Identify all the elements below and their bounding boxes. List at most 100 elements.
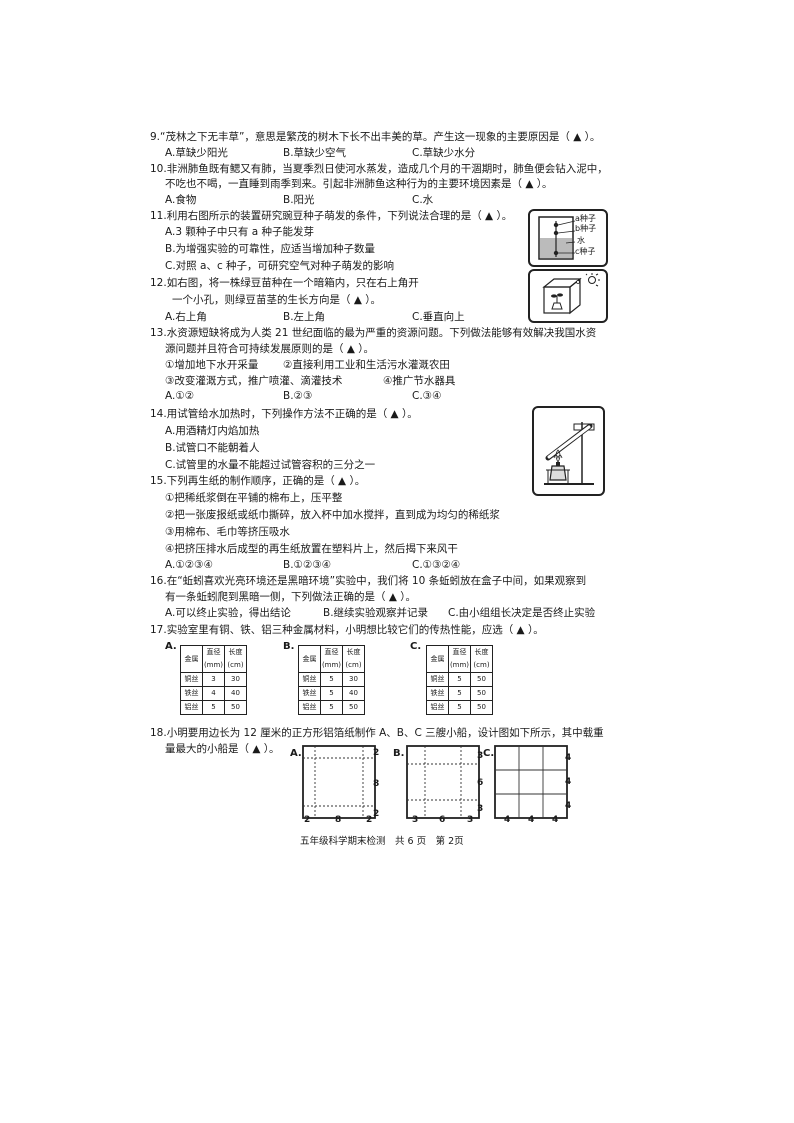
header-length: 长度(cm)	[224, 645, 247, 673]
design-c-side-2: 4	[565, 777, 572, 787]
q10-stem-line1: 10.非洲肺鱼既有鳃又有肺，当夏季烈日使河水蒸发，造成几个月的干涸期时，肺鱼便会…	[150, 163, 608, 175]
dark-box-figure	[528, 269, 608, 323]
q18-design-a-label: A.	[290, 748, 302, 759]
header-metal: 金属	[426, 645, 449, 673]
cell: 5	[320, 672, 343, 687]
q12-option-b: B.左上角	[283, 311, 326, 323]
q15-item-4: ④把挤压排水后成型的再生纸放置在塑料片上，然后揭下来风干	[165, 543, 458, 555]
q9-option-a: A.草缺少阳光	[165, 147, 228, 159]
q14-option-b: B.试管口不能朝着人	[165, 442, 260, 454]
q15-option-a: A.①②③④	[165, 559, 213, 571]
q13-item-1: ①增加地下水开采量	[165, 359, 259, 371]
design-c-bottom-2: 4	[528, 815, 535, 825]
q16-option-b: B.继续实验观察并记录	[323, 607, 429, 619]
cell: 5	[448, 672, 471, 687]
design-a-side-3: 2	[373, 809, 380, 819]
design-c-bottom-1: 4	[504, 815, 511, 825]
q9-option-c: C.草缺少水分	[412, 147, 476, 159]
q14-stem: 14.用试管给水加热时，下列操作方法不正确的是（ ▲ ）。	[150, 408, 418, 420]
boat-design-b	[406, 745, 480, 819]
cell: 铁丝	[426, 686, 449, 701]
q9-stem: 9.“茂林之下无丰草”，意思是繁茂的树木下长不出丰美的草。产生这一现象的主要原因…	[150, 131, 601, 143]
cell: 4	[202, 686, 225, 701]
q16-option-c: C.由小组组长决定是否终止实验	[448, 607, 596, 619]
q17-table-b-label: B.	[283, 641, 295, 652]
cell: 50	[470, 700, 493, 715]
q11-option-b: B.为增强实验的可靠性，应适当增加种子数量	[165, 243, 376, 255]
header-diameter: 直径(mm)	[448, 645, 471, 673]
label-water: 水	[577, 236, 585, 245]
q16-stem-line1: 16.在“蚯蚓喜欢光亮环境还是黑暗环境”实验中，我们将 10 条蚯蚓放在盒子中间…	[150, 575, 587, 587]
q16-stem-line2: 有一条蚯蚓爬到黑暗一侧，下列做法正确的是（ ▲ ）。	[165, 591, 416, 603]
design-c-side-3: 4	[565, 801, 572, 811]
q11-option-a: A.3 颗种子中只有 a 种子能发芽	[165, 226, 314, 238]
design-b-bottom-3: 3	[467, 815, 474, 825]
q15-item-3: ③用棉布、毛巾等挤压吸水	[165, 526, 290, 538]
test-tube-heating-figure	[532, 406, 605, 496]
q16-option-a: A.可以终止实验，得出结论	[165, 607, 291, 619]
cell: 铝丝	[180, 700, 203, 715]
label-seed-b: b种子	[575, 224, 597, 233]
design-b-side-2: 6	[477, 778, 484, 788]
q18-stem-line1: 18.小明要用边长为 12 厘米的正方形铝箔纸制作 A、B、C 三艘小船，设计图…	[150, 727, 604, 739]
q15-item-1: ①把稀纸浆倒在平铺的棉布上，压平整	[165, 492, 343, 504]
design-c-side-1: 4	[565, 753, 572, 763]
cell: 5	[448, 700, 471, 715]
page-footer: 五年级科学期末检测 共 6 页 第 2页	[300, 836, 464, 847]
beaker-icon	[538, 216, 576, 260]
q15-item-2: ②把一张废报纸或纸巾撕碎，放入杯中加水搅拌，直到成为均匀的稀纸浆	[165, 509, 500, 521]
q17-stem: 17.实验室里有铜、铁、铝三种金属材料，小明想比较它们的传热性能，应选（ ▲ ）…	[150, 624, 544, 636]
cell: 铁丝	[180, 686, 203, 701]
cell: 铜丝	[180, 672, 203, 687]
q18-stem-line2: 量最大的小船是（ ▲ ）。	[165, 743, 280, 755]
header-length: 长度(cm)	[470, 645, 493, 673]
cell: 50	[470, 672, 493, 687]
cell: 铁丝	[298, 686, 321, 701]
design-b-bottom-2: 6	[439, 815, 446, 825]
q10-stem-line2: 不吃也不喝，一直睡到雨季到来。引起非洲肺鱼这种行为的主要环境因素是（ ▲ ）。	[165, 178, 553, 190]
boat-design-a	[302, 745, 376, 819]
q13-option-b: B.②③	[283, 390, 313, 402]
q12-stem-line1: 12.如右图，将一株绿豆苗种在一个暗箱内，只在右上角开	[150, 277, 419, 289]
design-c-bottom-3: 4	[552, 815, 559, 825]
label-seed-c: c种子	[575, 247, 596, 256]
header-diameter: 直径(mm)	[202, 645, 225, 673]
q14-option-c: C.试管里的水量不能超过试管容积的三分之一	[165, 459, 376, 471]
q13-item-3: ③改变灌溉方式，推广喷灌、滴灌技术	[165, 375, 343, 387]
cell: 3	[202, 672, 225, 687]
q10-option-a: A.食物	[165, 194, 197, 206]
design-a-side-1: 2	[373, 748, 380, 758]
header-diameter: 直径(mm)	[320, 645, 343, 673]
design-b-side-3: 3	[477, 804, 484, 814]
cell: 铜丝	[298, 672, 321, 687]
cell: 铝丝	[298, 700, 321, 715]
q11-option-c: C.对照 a、c 种子，可研究空气对种子萌发的影响	[165, 260, 395, 272]
boat-design-c	[494, 745, 568, 819]
cell: 30	[224, 672, 247, 687]
q17-table-a-label: A.	[165, 641, 177, 652]
cell: 30	[342, 672, 365, 687]
cell: 5	[448, 686, 471, 701]
cell: 50	[470, 686, 493, 701]
q13-stem-line2: 源问题并且符合可持续发展原则的是（ ▲ ）。	[165, 343, 374, 355]
cell: 50	[224, 700, 247, 715]
seed-germination-figure: a种子 b种子 水 c种子	[528, 209, 608, 267]
header-length: 长度(cm)	[342, 645, 365, 673]
design-a-bottom-3: 2	[366, 815, 373, 825]
header-metal: 金属	[298, 645, 321, 673]
q13-item-2: ②直接利用工业和生活污水灌溉农田	[283, 359, 450, 371]
cell: 50	[342, 700, 365, 715]
label-seed-a: a种子	[575, 214, 596, 223]
design-a-side-2: 8	[373, 779, 380, 789]
q13-stem-line1: 13.水资源短缺将成为人类 21 世纪面临的最为严重的资源问题。下列做法能够有效…	[150, 327, 597, 339]
q12-stem-line2: 一个小孔，则绿豆苗茎的生长方向是（ ▲ ）。	[172, 294, 381, 306]
q13-option-a: A.①②	[165, 390, 195, 402]
cell: 40	[342, 686, 365, 701]
q17-table-c-label: C.	[410, 641, 422, 652]
q18-design-c-label: C.	[483, 748, 495, 759]
q18-design-b-label: B.	[393, 748, 405, 759]
q14-option-a: A.用酒精灯内焰加热	[165, 425, 260, 437]
